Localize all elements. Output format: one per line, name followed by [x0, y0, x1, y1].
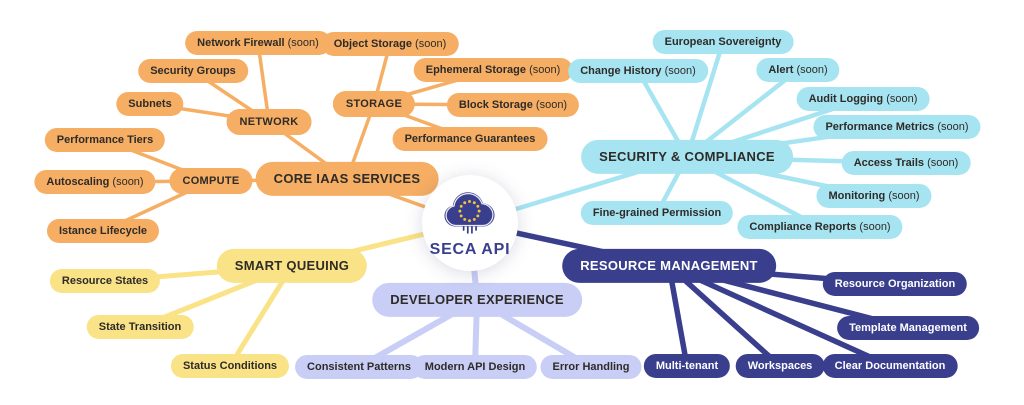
- node-monitoring: Monitoring (soon): [816, 183, 932, 209]
- node-label: Access Trails: [853, 156, 925, 169]
- node-label: Status Conditions: [182, 359, 278, 372]
- node-performance-tiers: Performance Tiers: [44, 127, 166, 153]
- node-developer-experience: DEVELOPER EXPERIENCE: [372, 282, 582, 318]
- node-label: Template Management: [849, 321, 967, 334]
- node-network-firewall: Network Firewall (soon): [185, 30, 331, 56]
- node-label: Change History: [580, 64, 662, 77]
- node-status-conditions: Status Conditions: [170, 353, 290, 379]
- node-label: SECURITY & COMPLIANCE: [599, 148, 775, 164]
- node-block-storage: Block Storage (soon): [446, 92, 580, 118]
- soon-badge-text: (soon): [412, 37, 447, 50]
- soon-badge-text: (soon): [856, 220, 891, 233]
- node-label: COMPUTE: [182, 174, 240, 187]
- node-label: CORE IAAS SERVICES: [273, 170, 421, 186]
- soon-badge-text: (soon): [532, 98, 568, 111]
- node-label: Alert: [768, 63, 794, 76]
- node-resource-management: RESOURCE MANAGEMENT: [562, 248, 776, 284]
- node-security-compliance: SECURITY & COMPLIANCE: [581, 139, 793, 175]
- node-label: Consistent Patterns: [307, 360, 411, 373]
- node-fine-grained-permission: Fine-grained Permission: [580, 200, 734, 226]
- node-ephemeral-storage: Ephemeral Storage (soon): [413, 57, 573, 83]
- edge-network-network-firewall: [256, 41, 271, 124]
- node-consistent-patterns: Consistent Patterns: [295, 354, 423, 380]
- soon-badge-text: (soon): [284, 36, 319, 49]
- node-label: Istance Lifecycle: [58, 224, 148, 237]
- node-label: NETWORK: [239, 115, 299, 128]
- node-label: Workspaces: [747, 359, 813, 372]
- soon-badge-text: (soon): [109, 175, 144, 188]
- node-modern-api-design: Modern API Design: [412, 354, 538, 380]
- soon-badge-text: (soon): [934, 120, 969, 133]
- node-label: Subnets: [128, 97, 172, 110]
- node-storage: STORAGE: [332, 90, 416, 118]
- node-label: Performance Guarantees: [404, 132, 536, 145]
- node-compliance-reports: Compliance Reports (soon): [737, 214, 903, 240]
- eu-cloud-api-icon: [444, 192, 495, 234]
- node-resource-states: Resource States: [49, 268, 161, 294]
- node-template-management: Template Management: [837, 315, 979, 341]
- node-network: NETWORK: [226, 108, 312, 136]
- node-label: STORAGE: [345, 97, 403, 110]
- node-resource-organization: Resource Organization: [822, 271, 968, 297]
- node-label: Modern API Design: [424, 360, 526, 373]
- soon-badge-text: (soon): [924, 156, 959, 169]
- node-performance-metrics: Performance Metrics (soon): [813, 114, 981, 140]
- node-clear-documentation: Clear Documentation: [822, 353, 958, 379]
- node-label: DEVELOPER EXPERIENCE: [390, 291, 564, 307]
- node-label: European Sovereignty: [664, 35, 782, 48]
- node-performance-guarantees: Performance Guarantees: [392, 126, 548, 152]
- node-multi-tenant: Multi-tenant: [643, 353, 731, 379]
- node-label: State Transition: [98, 320, 182, 333]
- node-access-trails: Access Trails (soon): [841, 150, 971, 176]
- node-label: Audit Logging: [808, 92, 884, 105]
- soon-badge-text: (soon): [885, 189, 920, 202]
- node-state-transition: State Transition: [86, 314, 194, 340]
- node-audit-logging: Audit Logging (soon): [796, 86, 930, 112]
- node-subnets: Subnets: [116, 91, 184, 117]
- node-autoscaling: Autoscaling (soon): [34, 169, 156, 195]
- edge-security-compliance-european-sovereignty: [684, 39, 726, 160]
- node-label: Autoscaling: [46, 175, 110, 188]
- node-label: Ephemeral Storage: [425, 63, 527, 76]
- node-label: SMART QUEUING: [234, 257, 350, 273]
- node-label: RESOURCE MANAGEMENT: [580, 257, 758, 273]
- eu-stars: [458, 200, 481, 223]
- node-label: Resource States: [61, 274, 149, 287]
- node-label: Object Storage: [333, 37, 412, 50]
- node-core-iaas-services: CORE IAAS SERVICES: [255, 161, 439, 197]
- node-alert: Alert (soon): [756, 57, 840, 83]
- node-istance-lifecycle: Istance Lifecycle: [46, 218, 160, 244]
- node-european-sovereignty: European Sovereignty: [652, 29, 794, 55]
- node-error-handling: Error Handling: [540, 354, 642, 380]
- node-label: Performance Metrics: [825, 120, 935, 133]
- node-security-groups: Security Groups: [138, 58, 248, 84]
- node-label: Error Handling: [552, 360, 630, 373]
- soon-badge-text: (soon): [793, 63, 828, 76]
- node-smart-queuing: SMART QUEUING: [216, 248, 368, 284]
- node-label: Network Firewall: [197, 36, 285, 49]
- node-label: Clear Documentation: [834, 359, 946, 372]
- node-label: Resource Organization: [834, 277, 956, 290]
- center-node: SECA API: [422, 175, 518, 271]
- node-label: Monitoring: [828, 189, 886, 202]
- node-change-history: Change History (soon): [568, 58, 708, 84]
- node-label: Security Groups: [150, 64, 236, 77]
- node-label: Block Storage: [458, 98, 533, 111]
- node-label: Fine-grained Permission: [592, 206, 722, 219]
- node-label: Performance Tiers: [56, 133, 154, 146]
- soon-badge-text: (soon): [661, 64, 696, 77]
- node-label: Multi-tenant: [655, 359, 719, 372]
- soon-badge-text: (soon): [526, 63, 561, 76]
- soon-badge-text: (soon): [883, 92, 918, 105]
- node-object-storage: Object Storage (soon): [321, 31, 459, 57]
- cloud-api-legs: [462, 226, 477, 234]
- node-label: Compliance Reports: [749, 220, 857, 233]
- center-label: SECA API: [429, 241, 511, 258]
- node-compute: COMPUTE: [169, 167, 253, 195]
- node-workspaces: Workspaces: [735, 353, 825, 379]
